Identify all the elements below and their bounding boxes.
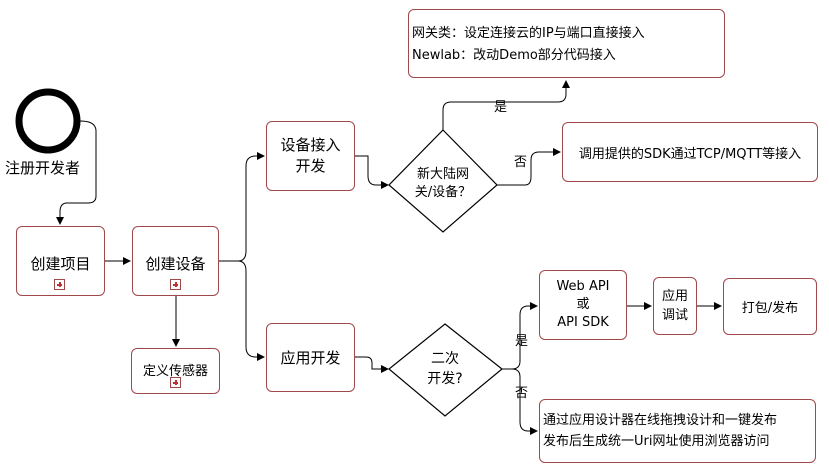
- task-package-publish[interactable]: 打包/发布: [723, 278, 817, 335]
- note-sdk: 调用提供的SDK通过TCP/MQTT等接入: [562, 122, 818, 182]
- start-event-label: 注册开发者: [5, 159, 81, 177]
- task-package-publish-label: 打包/发布: [741, 301, 799, 316]
- task-create-project-label: 创建项目: [30, 255, 91, 273]
- task-web-api[interactable]: Web API 或 API SDK: [539, 270, 627, 340]
- edge-start-project: [56, 120, 97, 225]
- task-create-device[interactable]: 创建设备: [132, 226, 219, 296]
- gateway-newland-shape: [388, 129, 498, 233]
- task-device-access-line2: 开发: [295, 157, 326, 175]
- gateway-secondary-line1: 二次: [431, 351, 459, 367]
- gateway-newland-line2: 关/设备？: [414, 185, 472, 200]
- task-web-api-line1: Web API: [556, 279, 610, 294]
- edge-branch-appdev: [237, 260, 265, 361]
- note-designer-line2: 发布后生成统一Uri网址使用浏览器访问: [543, 434, 770, 449]
- gateway-secondary-label: 二次 开发?: [412, 349, 478, 389]
- edge-gateway-note: [442, 80, 570, 140]
- note-sdk-label: 调用提供的SDK通过TCP/MQTT等接入: [578, 146, 802, 162]
- edge-branch-access: [237, 152, 265, 262]
- start-event-circle: [15, 88, 81, 154]
- task-app-debug-line1: 应用: [661, 289, 688, 304]
- note-designer: 通过应用设计器在线拖拽设计和一键发布 发布后生成统一Uri网址使用浏览器访问: [539, 399, 816, 463]
- gateway-newland-label: 新大陆网 关/设备？: [405, 166, 481, 202]
- task-app-debug-line2: 调试: [661, 308, 688, 323]
- task-create-project[interactable]: 创建项目: [16, 226, 105, 296]
- task-web-api-line3: API SDK: [557, 315, 609, 330]
- task-define-sensor-label: 定义传感器: [142, 364, 208, 379]
- expand-plus-icon[interactable]: [170, 279, 181, 290]
- note-designer-line1: 通过应用设计器在线拖拽设计和一键发布: [543, 413, 778, 428]
- edge-appdev-gateway: [355, 356, 389, 373]
- task-create-device-label: 创建设备: [145, 255, 206, 273]
- task-web-api-line2: 或: [576, 297, 590, 312]
- gateway-secondary-shape: [388, 323, 503, 417]
- note-gateway-line1: 网关类：设定连接云的IP与端口直接接入: [412, 26, 645, 41]
- edge-label-yes-top: 是: [494, 100, 508, 115]
- gateway-newland-line1: 新大陆网: [416, 167, 469, 182]
- edge-gateway-designer: [502, 368, 538, 435]
- task-define-sensor[interactable]: 定义传感器: [131, 348, 220, 394]
- edge-access-gateway: [355, 155, 389, 189]
- note-gateway: 网关类：设定连接云的IP与端口直接接入 Newlab：改动Demo部分代码接入: [408, 9, 725, 78]
- note-gateway-line2: Newlab：改动Demo部分代码接入: [412, 48, 616, 63]
- edge-label-no-top: 否: [514, 155, 528, 170]
- edge-gateway-sdk: [497, 148, 561, 186]
- edge-label-no-bottom: 否: [515, 386, 529, 401]
- edge-label-yes-bottom: 是: [515, 334, 529, 349]
- gateway-secondary-line2: 开发?: [427, 371, 463, 387]
- expand-plus-icon[interactable]: [170, 377, 181, 388]
- task-app-dev-label: 应用开发: [280, 349, 341, 367]
- task-app-dev[interactable]: 应用开发: [266, 323, 355, 392]
- edge-gateway-webapi: [502, 302, 538, 370]
- expand-plus-icon[interactable]: [54, 279, 65, 290]
- task-device-access-line1: 设备接入: [280, 136, 341, 154]
- task-device-access[interactable]: 设备接入 开发: [266, 121, 355, 191]
- task-app-debug[interactable]: 应用 调试: [653, 277, 697, 335]
